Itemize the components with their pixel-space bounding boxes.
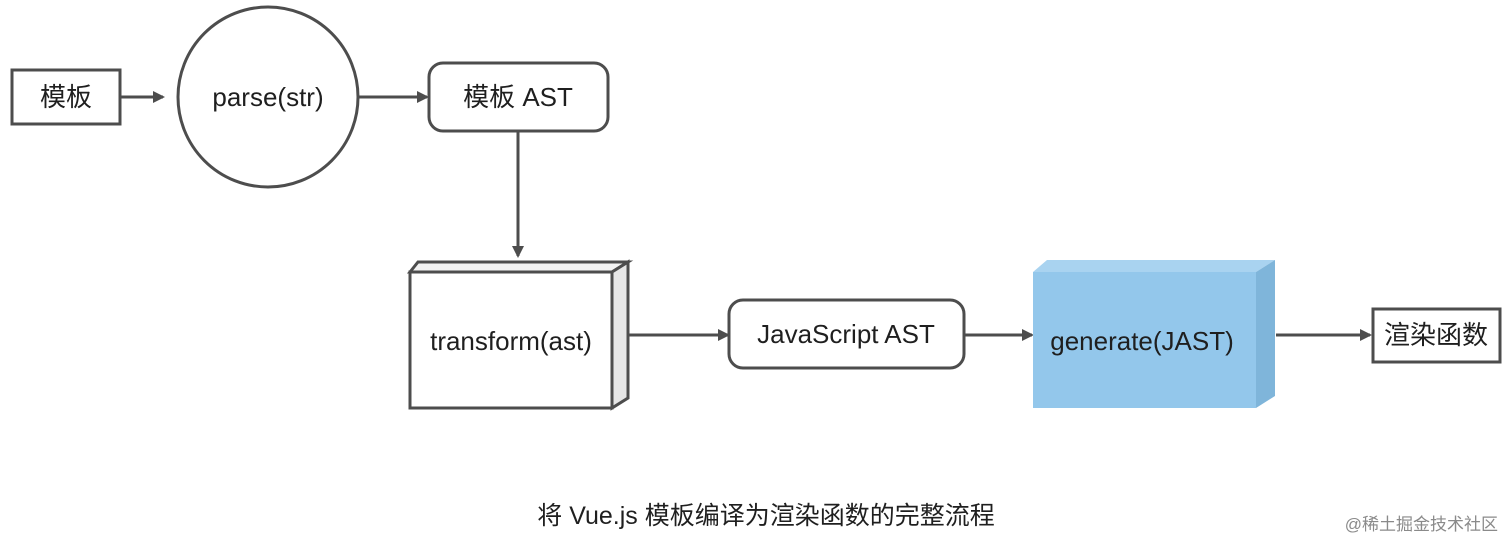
transform-front-face [408, 270, 614, 410]
parse-node: parse(str) [176, 5, 360, 189]
generate-node: generate(JAST) [1033, 260, 1275, 408]
render-function-node: 渲染函数 [1371, 307, 1502, 364]
flow-arrows [121, 91, 1372, 341]
generate-side-face [1256, 260, 1275, 408]
transform-label: transform(ast) [430, 326, 592, 356]
generate-top-face [1033, 260, 1275, 272]
template-ast-label: 模板 AST [463, 82, 573, 112]
transform-node: transform(ast) [406, 259, 634, 411]
parse-label: parse(str) [212, 82, 323, 112]
watermark: @稀土掘金技术社区 [1344, 515, 1498, 534]
diagram-caption: 将 Vue.js 模板编译为渲染函数的完整流程 [537, 502, 995, 530]
generate-label: generate(JAST) [1050, 326, 1234, 356]
transform-side-face [610, 259, 630, 411]
template-label: 模板 [40, 82, 92, 112]
javascript-ast-node: JavaScript AST [727, 298, 966, 370]
template-ast-node: 模板 AST [427, 61, 610, 133]
render-function-label: 渲染函数 [1384, 320, 1488, 350]
javascript-ast-label: JavaScript AST [757, 319, 935, 349]
template-node: 模板 [10, 68, 122, 126]
generate-front-face [1033, 272, 1256, 408]
